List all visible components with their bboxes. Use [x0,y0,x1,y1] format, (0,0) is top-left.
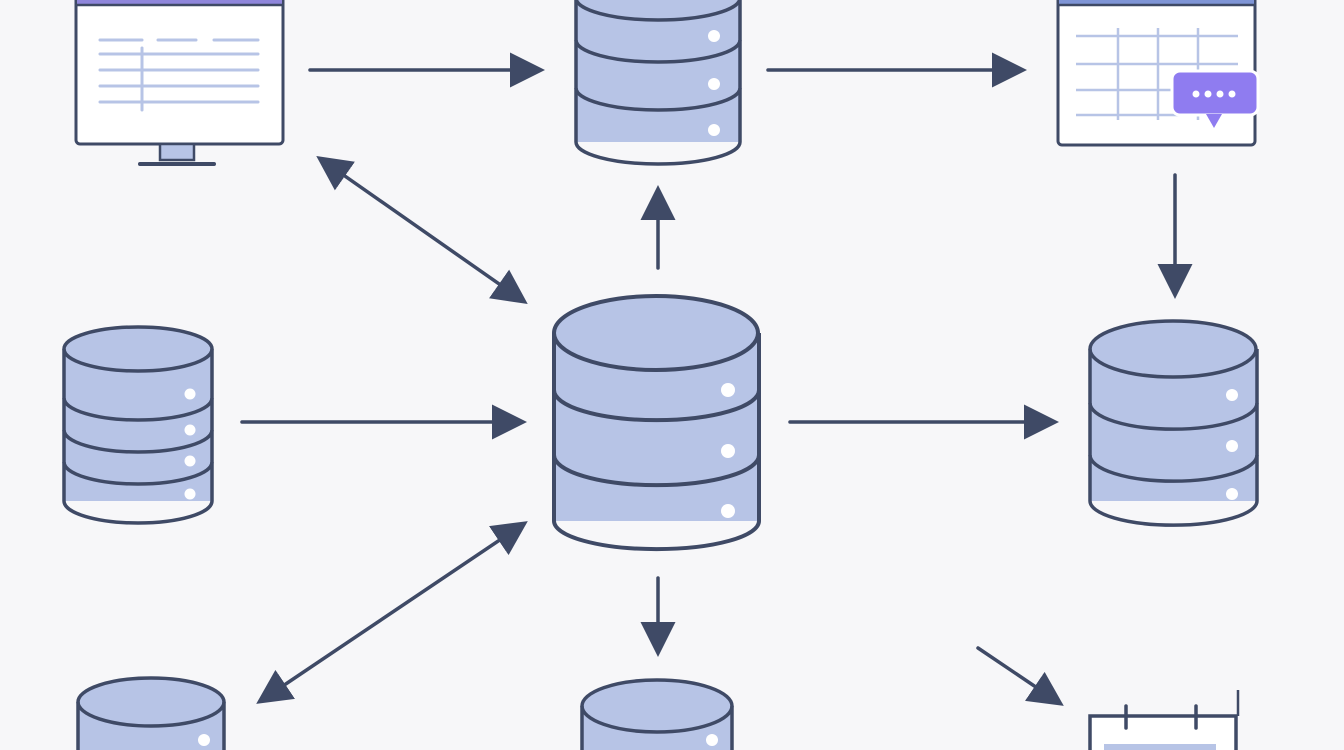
chat-bubble-icon [1170,69,1260,128]
table-chat-icon [1056,0,1260,147]
edge-db-bottom-left-db-center-bidirectional [256,521,528,704]
calendar-icon [1088,690,1240,750]
database-icon [1088,319,1259,527]
database-icon [552,294,761,552]
database-icon [76,676,226,750]
edge-monitor-db-center-bidirectional [316,155,528,305]
edges [240,52,1193,706]
edge-db-right-to-calendar [976,646,1064,706]
database-icon [574,0,742,166]
database-icon [62,325,214,525]
database-icon [580,678,734,750]
monitor-form-icon [74,0,285,166]
